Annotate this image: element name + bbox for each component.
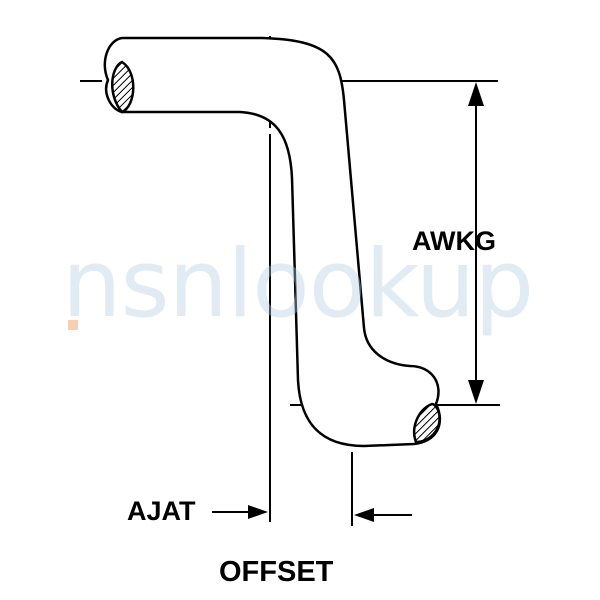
vertical-dimension (468, 82, 484, 404)
dimension-arrow-down (468, 380, 484, 404)
ajat-dimension-label: AJAT (127, 496, 196, 526)
offset-arrow-right (248, 505, 268, 519)
offset-arrow-left (354, 508, 374, 522)
nsnlookup-watermark: nsnlookup (62, 238, 534, 332)
awkg-dimension-label: AWKG (412, 226, 496, 256)
watermark-dot (68, 320, 78, 330)
bottom-cut-section (413, 402, 441, 444)
pipe-body (103, 36, 442, 448)
top-cut-section (111, 60, 135, 114)
dimension-arrow-up (468, 82, 484, 106)
horizontal-dimension (212, 505, 412, 522)
offset-caption: OFFSET (219, 556, 334, 588)
watermark-text: nsnlookup (62, 230, 534, 339)
